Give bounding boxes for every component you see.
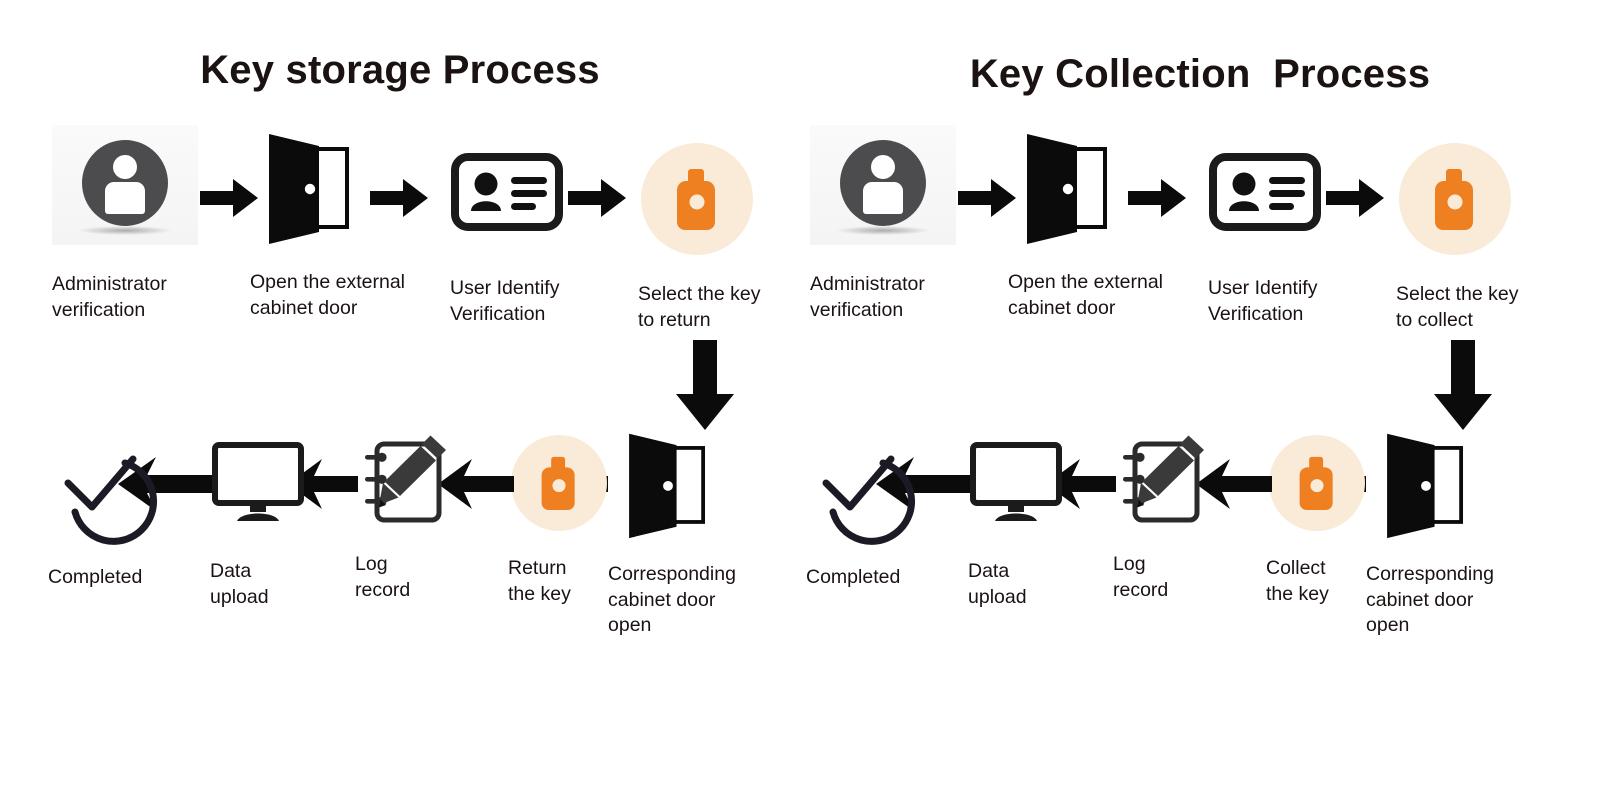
arrow-down xyxy=(1430,340,1496,432)
monitor-icon xyxy=(212,442,304,521)
node-log-record[interactable]: Log record xyxy=(355,432,455,603)
arrow-right-1 xyxy=(958,175,1018,221)
node-admin-verification[interactable]: Administrator verification xyxy=(810,125,980,323)
node-open-external-door[interactable]: Open the external cabinet door xyxy=(250,128,435,321)
open-door-icon xyxy=(269,134,349,244)
open-door-icon xyxy=(629,433,706,539)
node-label: Corresponding cabinet door open xyxy=(1366,563,1494,637)
arrow-left-2 xyxy=(1196,457,1274,511)
administrator-icon xyxy=(810,125,956,245)
node-label: Open the external cabinet door xyxy=(250,271,406,319)
node-cabinet-door-open[interactable]: Corresponding cabinet door open xyxy=(608,428,778,639)
node-label: Return the key xyxy=(508,557,571,605)
node-completed[interactable]: Completed xyxy=(48,432,168,591)
open-door-icon xyxy=(1027,134,1107,244)
key-fob-icon xyxy=(511,435,607,531)
id-card-icon xyxy=(451,153,563,231)
notepad-pencil-icon xyxy=(365,435,446,523)
arrow-right-2 xyxy=(1128,175,1188,221)
notepad-pencil-icon xyxy=(1123,435,1204,523)
node-user-identify[interactable]: User Identify Verification xyxy=(1208,152,1378,327)
node-label: Collect the key xyxy=(1266,557,1329,605)
id-card-icon xyxy=(1209,153,1321,231)
node-label: Administrator verification xyxy=(810,273,925,321)
node-label: Data upload xyxy=(210,560,269,608)
arrow-right-3 xyxy=(568,175,628,221)
page-title-key-storage: Key storage Process xyxy=(200,48,600,92)
key-fob-icon xyxy=(1399,143,1511,255)
node-label: Select the key to return xyxy=(638,283,761,331)
arrow-left-3 xyxy=(288,457,360,511)
node-label: Log record xyxy=(355,553,411,601)
node-label: User Identify Verification xyxy=(450,277,560,325)
node-cabinet-door-open[interactable]: Corresponding cabinet door open xyxy=(1366,428,1536,639)
monitor-icon xyxy=(970,442,1062,521)
key-fob-icon xyxy=(641,143,753,255)
node-log-record[interactable]: Log record xyxy=(1113,432,1213,603)
node-admin-verification[interactable]: Administrator verification xyxy=(52,125,222,323)
node-collect-the-key[interactable]: Collect the key xyxy=(1266,432,1374,607)
node-label: Completed xyxy=(48,566,143,588)
node-return-the-key[interactable]: Return the key xyxy=(508,432,616,607)
node-label: Data upload xyxy=(968,560,1027,608)
panel-key-storage: Key storage Process Administrator verifi… xyxy=(48,48,803,639)
arrow-left-3 xyxy=(1046,457,1118,511)
arrow-right-1 xyxy=(200,175,260,221)
node-open-external-door[interactable]: Open the external cabinet door xyxy=(1008,128,1193,321)
open-door-icon xyxy=(1387,433,1464,539)
node-completed[interactable]: Completed xyxy=(806,432,926,591)
arrow-down xyxy=(672,340,738,432)
arrow-right-2 xyxy=(370,175,430,221)
node-user-identify[interactable]: User Identify Verification xyxy=(450,152,620,327)
panel-key-collection: Key Collection Process Administrator ver… xyxy=(800,0,1600,800)
node-label: Open the external cabinet door xyxy=(1008,271,1164,319)
node-data-upload[interactable]: Data upload xyxy=(210,440,320,610)
check-circle-icon xyxy=(822,455,916,545)
node-label: User Identify Verification xyxy=(1208,277,1318,325)
node-label: Corresponding cabinet door open xyxy=(608,563,736,637)
node-label: Select the key to collect xyxy=(1396,283,1519,331)
node-data-upload[interactable]: Data upload xyxy=(968,440,1078,610)
node-label: Log record xyxy=(1113,553,1169,601)
check-circle-icon xyxy=(64,455,158,545)
node-select-key-collect[interactable]: Select the key to collect xyxy=(1396,140,1561,333)
node-select-key-return[interactable]: Select the key to return xyxy=(638,140,803,333)
key-fob-icon xyxy=(1269,435,1365,531)
administrator-icon xyxy=(52,125,198,245)
arrow-right-3 xyxy=(1326,175,1386,221)
arrow-left-2 xyxy=(438,457,516,511)
node-label: Administrator verification xyxy=(52,273,167,321)
node-label: Completed xyxy=(806,566,901,588)
page-title-key-collection: Key Collection Process xyxy=(969,52,1431,96)
